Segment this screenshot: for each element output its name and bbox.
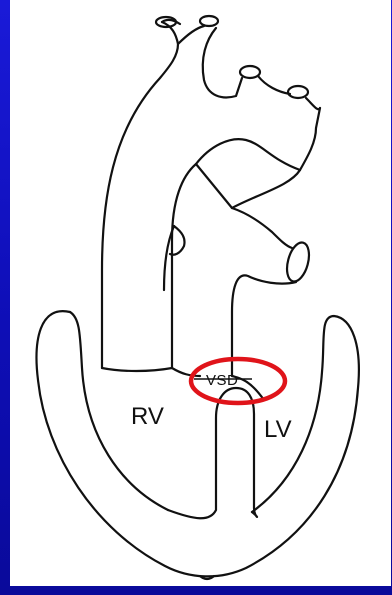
vsd-label: VSD: [206, 372, 238, 389]
left-ventricle-outer-wall: [37, 311, 359, 576]
septum: [168, 388, 257, 518]
arch-upper-curve: [203, 28, 242, 97]
rv-outflow-line: [102, 368, 172, 371]
arch-top-branch-2: [178, 26, 204, 44]
great-artery-left-edge: [102, 22, 178, 368]
head-vessel-4: [288, 86, 308, 98]
arch-descending: [258, 76, 290, 94]
great-artery-right-edge: [172, 108, 320, 368]
lv-label: LV: [264, 416, 292, 443]
arch-outer-curve: [306, 98, 320, 109]
vessel-2-right-edge: [232, 208, 292, 248]
arch-inner-curve: [196, 139, 300, 170]
head-vessel-2: [200, 16, 218, 26]
head-vessel-1: [156, 17, 176, 27]
rv-label: RV: [131, 403, 164, 430]
